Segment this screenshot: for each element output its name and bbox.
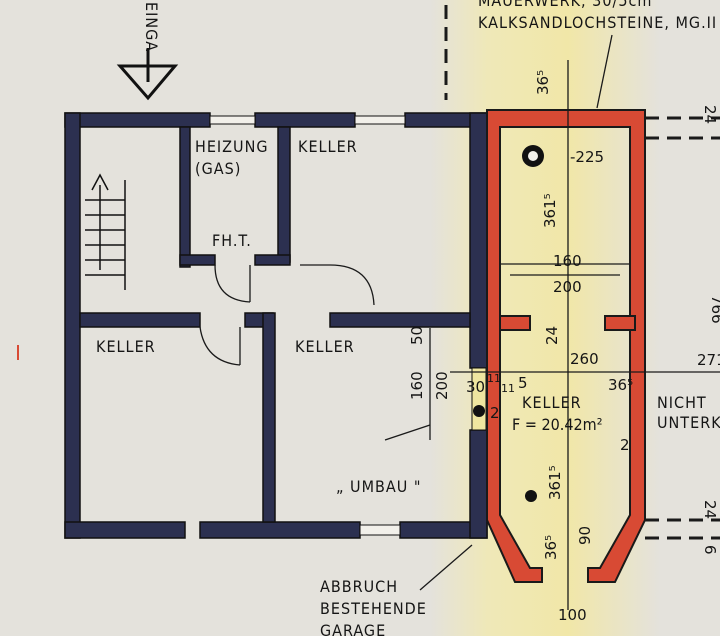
door-swing-keller-left	[199, 326, 241, 366]
dimension-d2a: 2	[490, 404, 500, 422]
dimension-d200: 200	[553, 278, 582, 296]
dimension-labels: 36⁵ 24 -225 361⁵ 160 200 24 260 50 160 2…	[408, 70, 720, 624]
entrance-label: EINGA	[142, 2, 161, 52]
leader-umbau	[384, 424, 431, 441]
dimension-d365_mid: 36⁵	[608, 376, 633, 394]
leader-line	[596, 34, 613, 109]
note-garage: GARAGE	[320, 621, 386, 636]
room-keller-area: F = 20.42m²	[512, 415, 602, 434]
leader-garage	[419, 544, 473, 591]
note-abbruch: ABBRUCH	[320, 577, 398, 596]
dimension-d5: 5	[518, 374, 528, 392]
staircase	[85, 173, 126, 290]
dimension-d365_top: 36⁵	[534, 70, 552, 95]
dimension-d160_v: 160	[408, 371, 426, 400]
dimension-d24_mid: 24	[543, 326, 561, 345]
room-fht: FH.T.	[212, 231, 252, 250]
label-unterkellert: UNTERKE	[657, 413, 720, 432]
drain-point-icon	[525, 490, 537, 502]
note-masonry: MAUERWERK, 30/5cm	[478, 0, 652, 10]
label-umbau: „ UMBAU "	[336, 477, 421, 496]
dimension-d200_v: 200	[433, 371, 451, 400]
dimension-d365_bot: 36⁵	[542, 535, 560, 560]
dimension-d2b: 2	[620, 436, 630, 454]
dimension-d6: 6	[701, 545, 719, 555]
room-heizung-sub: (GAS)	[195, 159, 241, 178]
dimension-d260: 260	[570, 350, 599, 368]
dimension-d3615_b: 361⁵	[546, 465, 564, 500]
dimension-d225: -225	[570, 148, 604, 166]
dimension-d100: 100	[558, 606, 587, 624]
door-swing-fht	[214, 264, 251, 303]
dimension-d766: 766	[708, 295, 720, 324]
dimension-d11b: 11	[501, 382, 515, 395]
dimension-d30: 30	[466, 378, 485, 396]
note-limestone: KALKSANDLOCHSTEINE, MG.II	[478, 13, 717, 32]
door-swing-keller	[300, 264, 375, 306]
label-nicht: NICHT	[657, 393, 707, 412]
dimension-d271: 271	[697, 351, 720, 369]
room-heizung: HEIZUNG	[195, 137, 268, 156]
new-walls	[486, 109, 646, 583]
pipe-point-icon	[473, 405, 485, 417]
dimension-d50: 50	[408, 326, 426, 345]
dimension-d11: 11	[487, 372, 501, 385]
room-keller-mid: KELLER	[295, 337, 355, 356]
room-keller-left: KELLER	[96, 337, 156, 356]
room-keller-top: KELLER	[298, 137, 358, 156]
note-bestehende: BESTEHENDE	[320, 599, 427, 618]
room-keller-new: KELLER	[522, 393, 582, 412]
dimension-d24_top: 24	[701, 105, 719, 124]
dimension-d3615_a: 361⁵	[541, 193, 559, 228]
existing-walls	[64, 112, 488, 539]
dimension-d24_bot: 24	[701, 500, 719, 519]
dimension-d90: 90	[576, 526, 594, 545]
dimension-d160: 160	[553, 252, 582, 270]
